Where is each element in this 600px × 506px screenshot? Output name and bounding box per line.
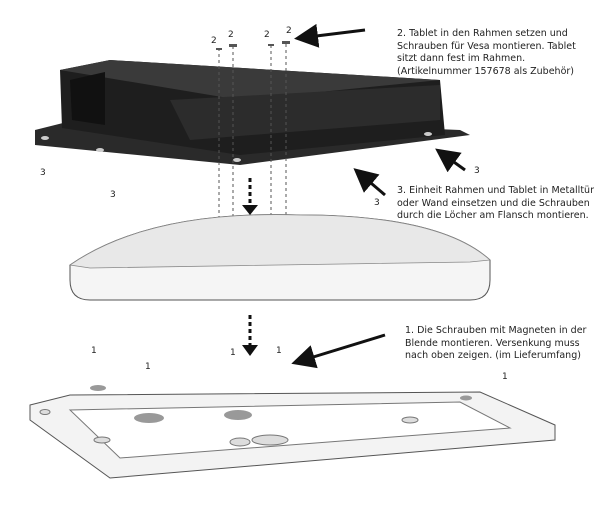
tablet-housing [35,60,470,165]
label-1: 1 [91,346,97,356]
mounting-frame [29,391,556,479]
pointer-arrows [291,23,466,369]
label-3: 3 [374,198,380,208]
magnets [90,385,472,423]
step-1-instruction: 1. Die Schrauben mit Magneten in der Ble… [405,325,587,361]
label-1: 1 [502,372,508,382]
label-2: 2 [286,26,292,36]
label-1: 1 [145,362,151,372]
step-2-instruction: 2. Tablet in den Rahmen setzen und Schra… [397,28,576,77]
label-2: 2 [264,30,270,40]
step-3-instruction: 3. Einheit Rahmen und Tablet in Metalltü… [397,185,594,221]
label-2: 2 [211,36,217,46]
label-1: 1 [276,346,282,356]
vesa-screws [218,44,287,252]
label-3: 3 [474,166,480,176]
label-1: 1 [230,348,236,358]
label-3: 3 [40,168,46,178]
label-2: 2 [228,30,234,40]
label-3: 3 [110,190,116,200]
tablet-bezel [68,214,491,301]
